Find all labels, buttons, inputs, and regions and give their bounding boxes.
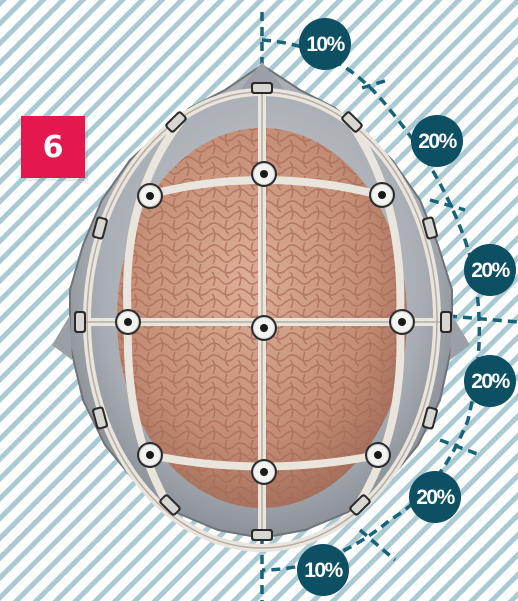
percent-badge-mid-lower: 20% — [464, 355, 516, 407]
percent-badge-lower: 20% — [409, 471, 461, 523]
percent-badge-bottom: 10% — [297, 544, 349, 596]
percent-badge-top: 10% — [299, 18, 351, 70]
percent-label: 20% — [416, 486, 455, 509]
percent-label: 20% — [471, 370, 510, 393]
percent-label: 20% — [471, 259, 510, 282]
percent-label: 10% — [304, 559, 343, 582]
panel-number-label: 6 — [21, 116, 85, 178]
percent-badge-upper: 20% — [411, 115, 463, 167]
percent-label: 10% — [306, 33, 345, 56]
percent-badge-mid-upper: 20% — [464, 244, 516, 296]
percent-label: 20% — [418, 130, 457, 153]
